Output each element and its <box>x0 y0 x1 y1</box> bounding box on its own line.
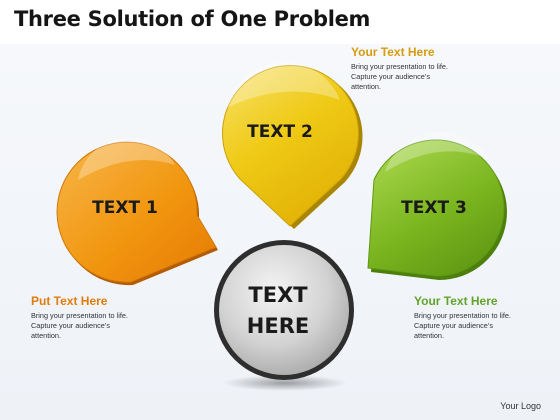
shape-text3-drop <box>367 139 505 277</box>
note-top-body: Bring your presentation to life. Capture… <box>351 62 501 93</box>
note-left-line: attention. <box>31 331 62 341</box>
note-top-line: Bring your presentation to life. <box>351 62 448 71</box>
label-center-line1: TEXT <box>248 283 308 307</box>
note-right-body: Bring your presentation to life. Capture… <box>414 311 560 342</box>
logo: Your Logo <box>500 401 541 411</box>
shape-text3[interactable] <box>367 131 507 280</box>
note-top: Your Text Here Bring your presentation t… <box>351 45 501 93</box>
label-text1: TEXT 1 <box>92 198 158 218</box>
center-disc <box>219 245 349 375</box>
note-top-line: Capture your audience’s <box>351 72 430 82</box>
label-center-line2: HERE <box>247 314 309 338</box>
title-bar <box>0 0 560 44</box>
shape-text2-drop <box>222 64 359 227</box>
shape-text2[interactable] <box>222 62 363 229</box>
shape-text1-highlight <box>78 137 175 180</box>
center-shadow <box>223 375 347 391</box>
note-left-line: Bring your presentation to life. <box>31 311 128 320</box>
shape-text1-drop <box>56 141 217 283</box>
note-right: Your Text Here Bring your presentation t… <box>414 294 560 342</box>
shape-text3-highlight <box>385 131 490 172</box>
label-text2: TEXT 2 <box>247 122 313 142</box>
shape-text2-highlight <box>226 62 340 108</box>
page-title: Three Solution of One Problem <box>14 7 371 31</box>
note-left-body: Bring your presentation to life. Capture… <box>31 311 181 342</box>
note-right-line: Bring your presentation to life. <box>414 311 511 320</box>
note-left: Put Text Here Bring your presentation to… <box>31 294 181 342</box>
note-right-line: attention. <box>414 331 445 341</box>
note-left-heading: Put Text Here <box>31 294 108 308</box>
note-left-line: Capture your audience’s <box>31 321 110 331</box>
label-text3: TEXT 3 <box>401 198 467 218</box>
shape-center[interactable] <box>214 240 354 391</box>
note-right-heading: Your Text Here <box>414 294 498 308</box>
note-top-line: attention. <box>351 82 382 92</box>
note-top-heading: Your Text Here <box>351 45 435 59</box>
shape-text1[interactable] <box>56 137 218 286</box>
note-right-line: Capture your audience’s <box>414 321 493 331</box>
